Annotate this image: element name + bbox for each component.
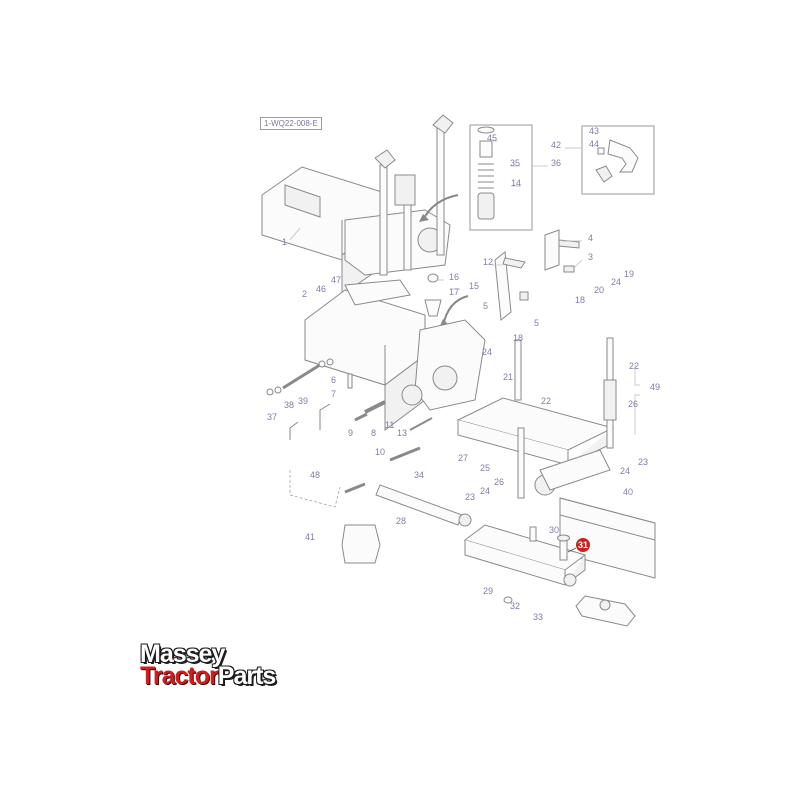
callout-19: 19 [624, 269, 634, 279]
callout-12: 12 [483, 257, 493, 267]
pin-30 [529, 526, 537, 542]
ram-cylinder [375, 446, 472, 527]
callout-49: 49 [650, 382, 660, 392]
lift-rods [374, 114, 454, 276]
callout-2: 2 [302, 289, 307, 299]
callout-36: 36 [551, 158, 561, 168]
callout-5: 5 [483, 301, 488, 311]
drawbar-40 [559, 497, 656, 579]
hook-part [595, 139, 639, 183]
plate-41 [341, 524, 381, 564]
callout-48: 48 [310, 470, 320, 480]
bracket-12 [494, 251, 529, 321]
callout-23: 23 [465, 492, 475, 502]
callout-41: 41 [305, 532, 315, 542]
callout-22: 22 [629, 361, 639, 371]
inset-box-hook [581, 125, 655, 195]
callout-24: 24 [482, 347, 492, 357]
highlight-marker [576, 538, 590, 552]
hose-fitting [344, 482, 366, 494]
callout-7: 7 [331, 389, 336, 399]
callout-25: 25 [480, 463, 490, 473]
lift-arms [514, 337, 617, 499]
callout-10: 10 [375, 447, 385, 457]
callout-31-highlighted: 31 [578, 540, 588, 550]
callout-14: 14 [511, 178, 521, 188]
callout-4: 4 [588, 233, 593, 243]
callout-20: 20 [594, 285, 604, 295]
inset-box-spring [469, 124, 533, 231]
callout-47: 47 [331, 275, 341, 285]
callout-45: 45 [487, 133, 497, 143]
callout-46: 46 [316, 284, 326, 294]
spring-assembly [477, 126, 495, 220]
logo-word-parts: Parts [217, 662, 277, 690]
callout-39: 39 [298, 396, 308, 406]
hose-path [289, 470, 341, 508]
logo-word-tractor: Tractor [140, 662, 219, 690]
callout-43: 43 [589, 126, 599, 136]
pin-31 [557, 534, 570, 561]
callout-33: 33 [533, 612, 543, 622]
callout-24: 24 [480, 486, 490, 496]
callout-9: 9 [348, 428, 353, 438]
callout-26: 26 [494, 477, 504, 487]
callout-37: 37 [267, 412, 277, 422]
cross-rail [456, 397, 615, 496]
callout-11: 11 [385, 420, 394, 430]
callout-40: 40 [623, 487, 633, 497]
callout-34: 34 [414, 470, 424, 480]
callout-35: 35 [510, 158, 520, 168]
callout-42: 42 [551, 140, 561, 150]
main-housing [261, 166, 451, 296]
callout-1: 1 [282, 237, 287, 247]
callout-23: 23 [638, 457, 648, 467]
callout-32: 32 [510, 601, 520, 611]
callout-18: 18 [513, 333, 523, 343]
drawbar-29 [463, 524, 587, 587]
nut-32 [503, 596, 513, 604]
nut-16 [427, 273, 439, 283]
leader-lines [289, 140, 640, 435]
second-housing [304, 279, 486, 431]
callout-3: 3 [588, 252, 593, 262]
callout-27: 27 [458, 453, 468, 463]
callout-38: 38 [284, 400, 294, 410]
long-bolts [266, 358, 433, 440]
reference-code: 1-WQ22-008-E [260, 117, 322, 130]
callout-29: 29 [483, 586, 493, 596]
callout-8: 8 [371, 428, 376, 438]
callout-5: 5 [534, 318, 539, 328]
callout-24: 24 [611, 277, 621, 287]
hitch-hook-33 [575, 595, 636, 627]
logo-line-massey: Massey [140, 640, 225, 668]
callout-28: 28 [396, 516, 406, 526]
callout-13: 13 [397, 428, 407, 438]
callout-24: 24 [620, 466, 630, 476]
callout-17: 17 [449, 287, 459, 297]
callout-18: 18 [575, 295, 585, 305]
callout-22: 22 [541, 396, 551, 406]
callout-15: 15 [469, 281, 479, 291]
callout-16: 16 [449, 272, 459, 282]
callout-21: 21 [503, 372, 513, 382]
callout-30: 30 [549, 525, 559, 535]
callout-44: 44 [589, 139, 599, 149]
bushing-17 [424, 299, 442, 317]
bracket-4 [544, 229, 580, 273]
arrow-1-head [419, 214, 429, 222]
logo-line-tractor-parts: TractorParts [140, 662, 277, 691]
hitch-hook-hole [599, 599, 611, 611]
callout-6: 6 [331, 375, 336, 385]
callout-26: 26 [628, 399, 638, 409]
highlight-leader [567, 547, 577, 553]
